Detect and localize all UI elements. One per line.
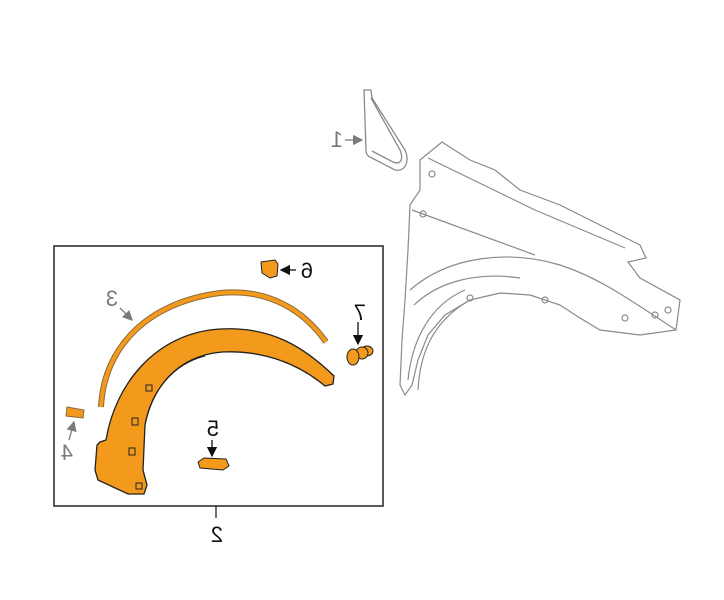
callout-2: 2 — [211, 522, 223, 547]
part-3-strip — [99, 290, 328, 408]
mount-hole — [135, 482, 143, 490]
mount-hole — [145, 384, 153, 392]
mount-hole — [131, 417, 139, 426]
mount-hole — [128, 447, 136, 456]
part-4-pad — [65, 406, 85, 419]
callout-1: 1 — [331, 127, 343, 152]
callout-5: 5 — [207, 416, 219, 441]
part-7-push-clip — [346, 345, 374, 366]
callout-4-arrow — [66, 420, 77, 441]
part-6-clip — [260, 259, 279, 279]
fender-outline — [399, 141, 681, 397]
kit-frame — [53, 245, 384, 507]
callout-7: 7 — [354, 300, 366, 325]
part-5-block — [197, 457, 230, 471]
callout-3: 3 — [106, 286, 118, 311]
part-1-garnish — [363, 89, 408, 171]
callout-3-arrow — [119, 307, 133, 321]
callout-6: 6 — [301, 258, 313, 283]
callout-4: 4 — [61, 440, 73, 465]
